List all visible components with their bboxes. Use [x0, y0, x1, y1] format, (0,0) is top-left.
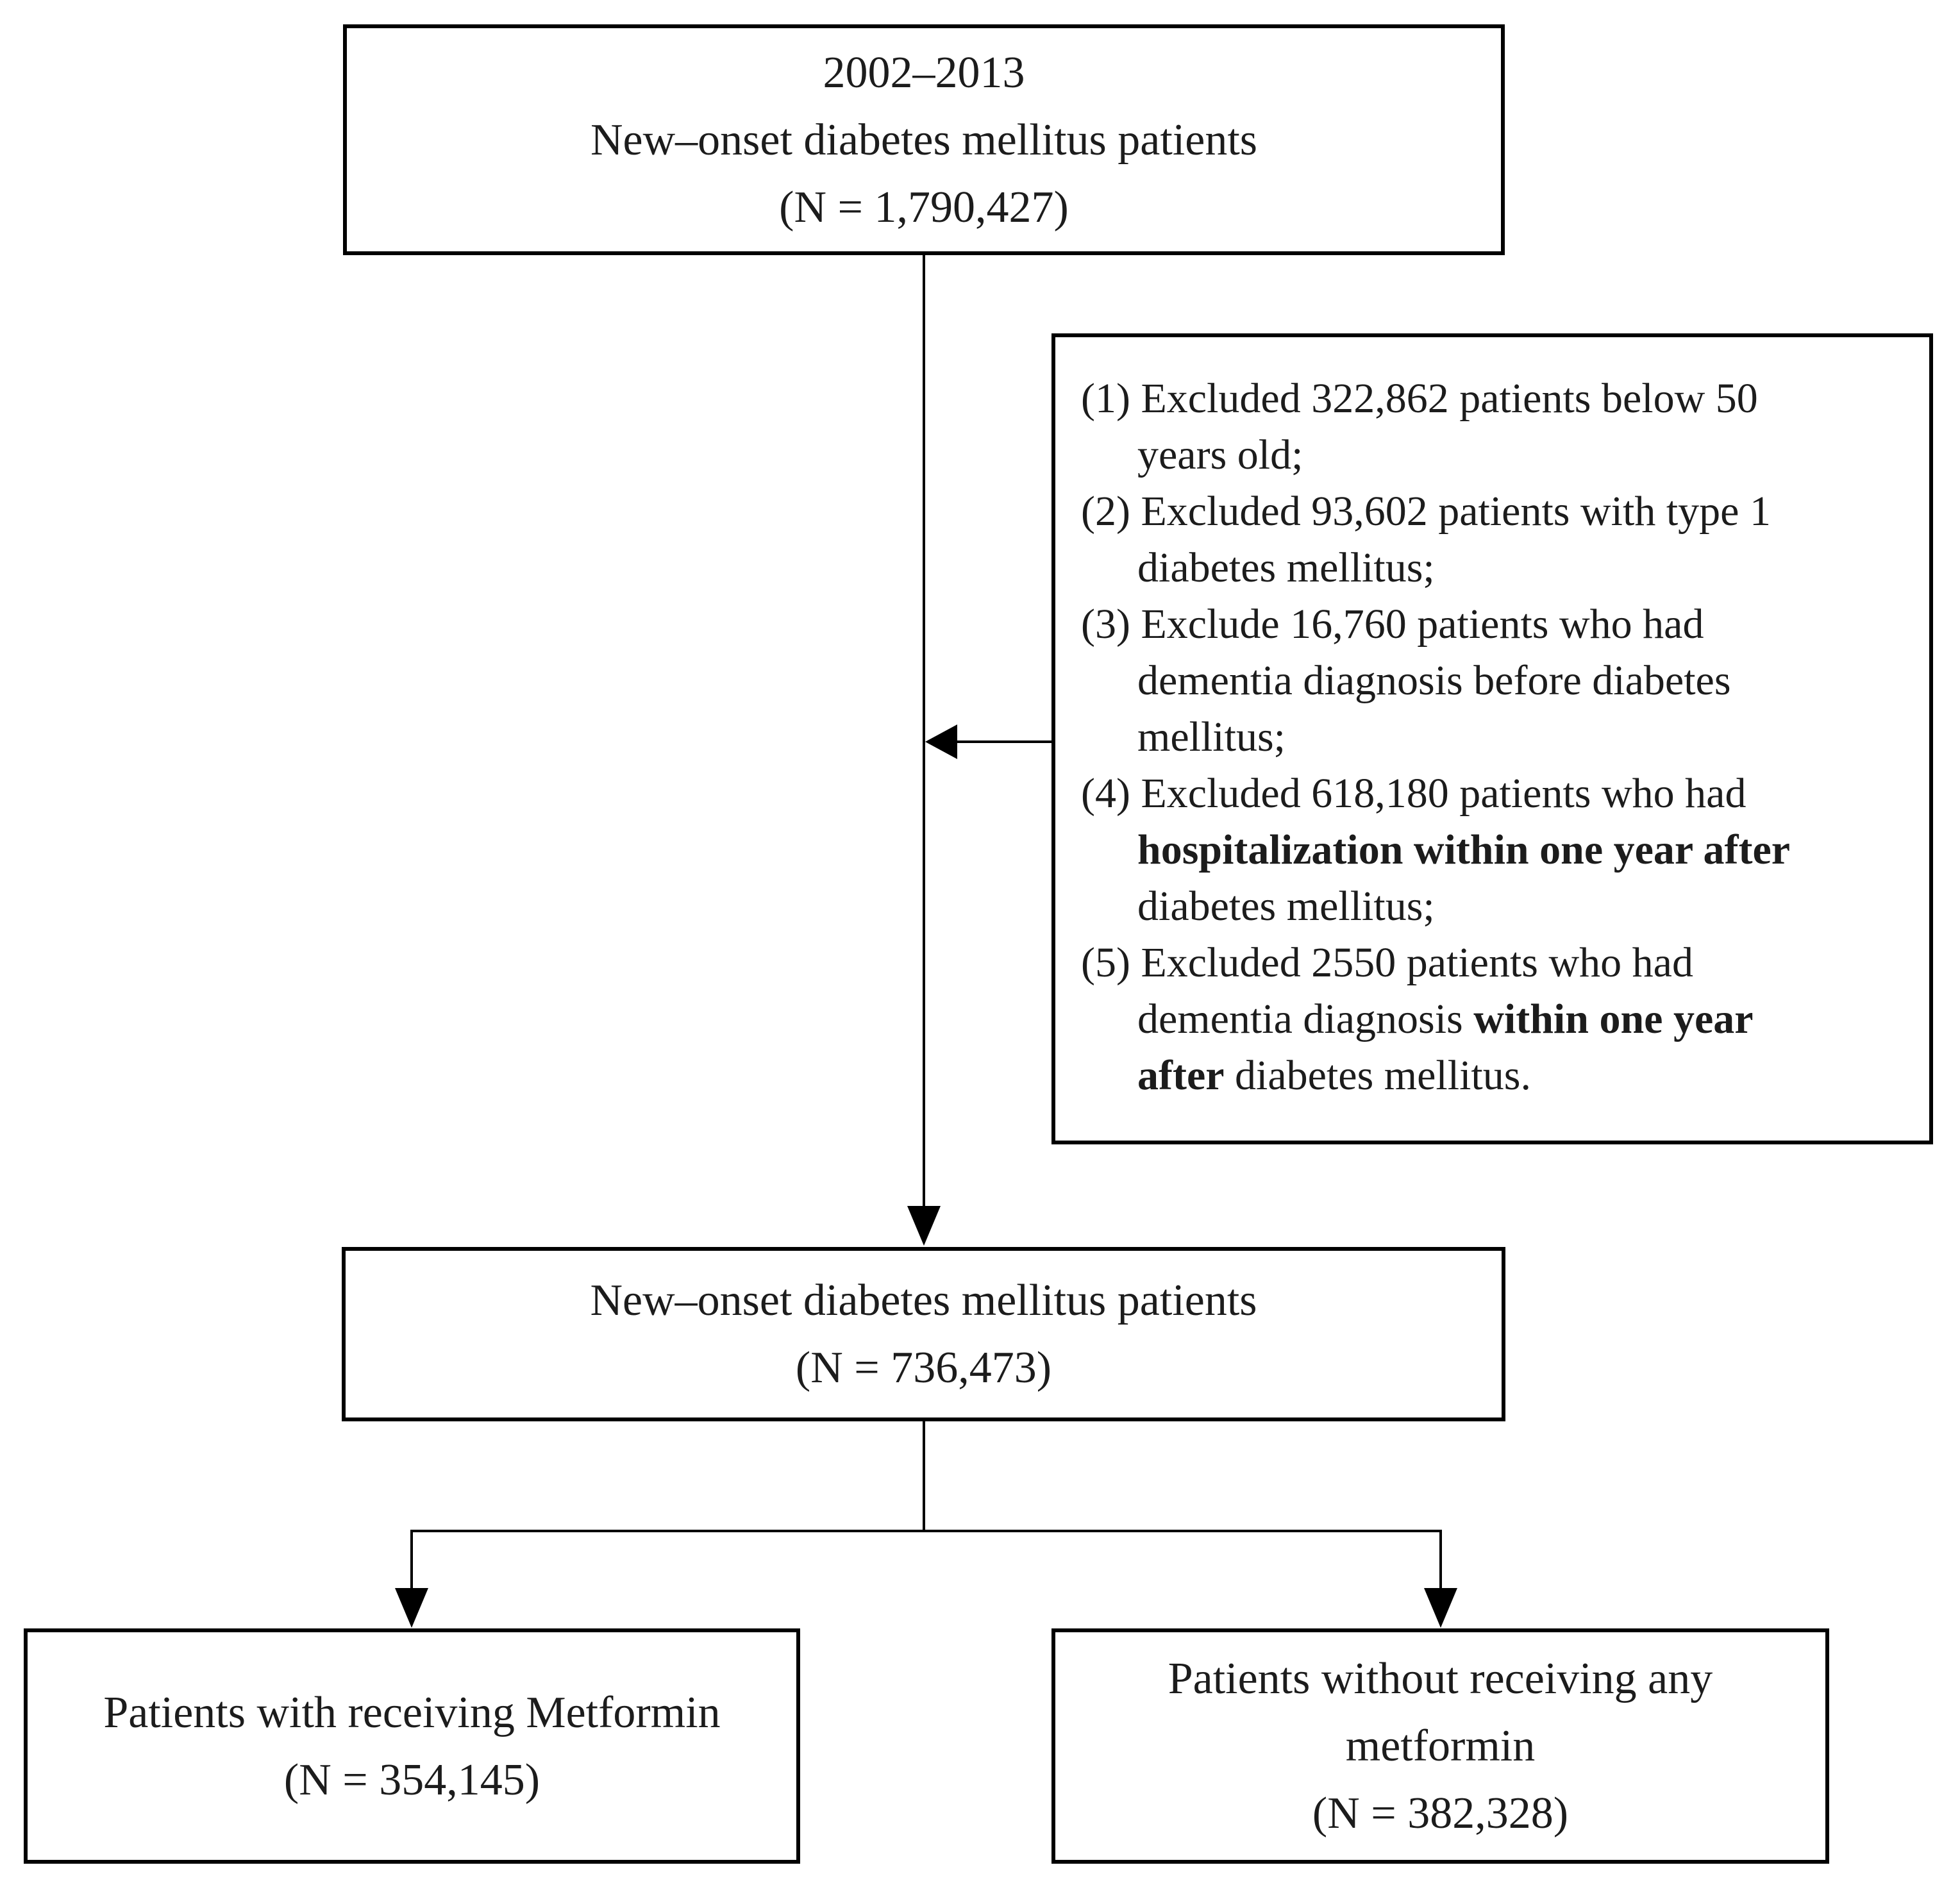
- exclusion-item-line: diabetes mellitus;: [1137, 883, 1435, 930]
- connector-top-to-middle: [923, 255, 925, 1209]
- eligible-cohort-n: (N = 736,473): [795, 1343, 1052, 1392]
- exclusion-list: (1) Excluded 322,862 patients below 50 ye…: [1081, 371, 1911, 1104]
- exclusion-item: (5) Excluded 2550 patients who had dement…: [1081, 935, 1911, 1104]
- arrowhead-right-box-icon: [1424, 1588, 1457, 1628]
- exclusion-item-line: (1) Excluded 322,862 patients below 50: [1081, 375, 1758, 422]
- arrowhead-left-box-icon: [395, 1588, 428, 1628]
- initial-cohort-box: 2002–2013 New–onset diabetes mellitus pa…: [343, 24, 1505, 255]
- exclusion-item-line: diabetes mellitus;: [1137, 544, 1435, 591]
- no-metformin-group-n: (N = 382,328): [1312, 1789, 1569, 1838]
- exclusion-item-line: hospitalization within one year after: [1137, 826, 1791, 873]
- exclusion-item: (3) Exclude 16,760 patients who had demen…: [1081, 596, 1911, 765]
- metformin-group-n: (N = 354,145): [283, 1755, 540, 1805]
- connector-middle-down: [923, 1421, 925, 1532]
- exclusion-item: (1) Excluded 322,862 patients below 50 ye…: [1081, 371, 1911, 483]
- no-metformin-group-title-line2: metformin: [1345, 1721, 1536, 1771]
- arrowhead-exclusion-icon: [925, 724, 957, 759]
- exclusion-item: (4) Excluded 618,180 patients who had hos…: [1081, 765, 1911, 935]
- metformin-group-title: Patients with receiving Metformin: [103, 1687, 721, 1737]
- exclusion-item-line: dementia diagnosis before diabetes: [1137, 657, 1731, 704]
- connector-exclusion-branch: [954, 740, 1051, 743]
- exclusion-item-line: (2) Excluded 93,602 patients with type 1: [1081, 488, 1771, 535]
- exclusion-criteria-box: (1) Excluded 322,862 patients below 50 ye…: [1051, 333, 1933, 1144]
- connector-split-bar: [410, 1530, 1442, 1532]
- metformin-group-box: Patients with receiving Metformin (N = 3…: [24, 1628, 800, 1864]
- no-metformin-group-title-line1: Patients without receiving any: [1168, 1654, 1713, 1703]
- cohort-n: (N = 1,790,427): [779, 182, 1069, 232]
- exclusion-item-line: years old;: [1137, 431, 1303, 478]
- connector-drop-right: [1439, 1530, 1442, 1590]
- exclusion-item: (2) Excluded 93,602 patients with type 1…: [1081, 483, 1911, 596]
- eligible-cohort-box: New–onset diabetes mellitus patients (N …: [342, 1247, 1505, 1421]
- exclusion-item-line: (4) Excluded 618,180 patients who had: [1081, 770, 1746, 817]
- no-metformin-group-box: Patients without receiving any metformin…: [1051, 1628, 1829, 1864]
- exclusion-item-line: after diabetes mellitus.: [1137, 1052, 1531, 1099]
- exclusion-item-line: (3) Exclude 16,760 patients who had: [1081, 601, 1704, 648]
- exclusion-item-line: (5) Excluded 2550 patients who had: [1081, 939, 1693, 986]
- connector-drop-left: [410, 1530, 413, 1590]
- cohort-period: 2002–2013: [823, 47, 1025, 97]
- exclusion-item-line: mellitus;: [1137, 714, 1286, 760]
- eligible-cohort-title: New–onset diabetes mellitus patients: [590, 1276, 1257, 1325]
- arrowhead-middle-box-icon: [907, 1206, 941, 1246]
- exclusion-item-line: dementia diagnosis within one year: [1137, 996, 1754, 1042]
- cohort-title: New–onset diabetes mellitus patients: [590, 115, 1258, 165]
